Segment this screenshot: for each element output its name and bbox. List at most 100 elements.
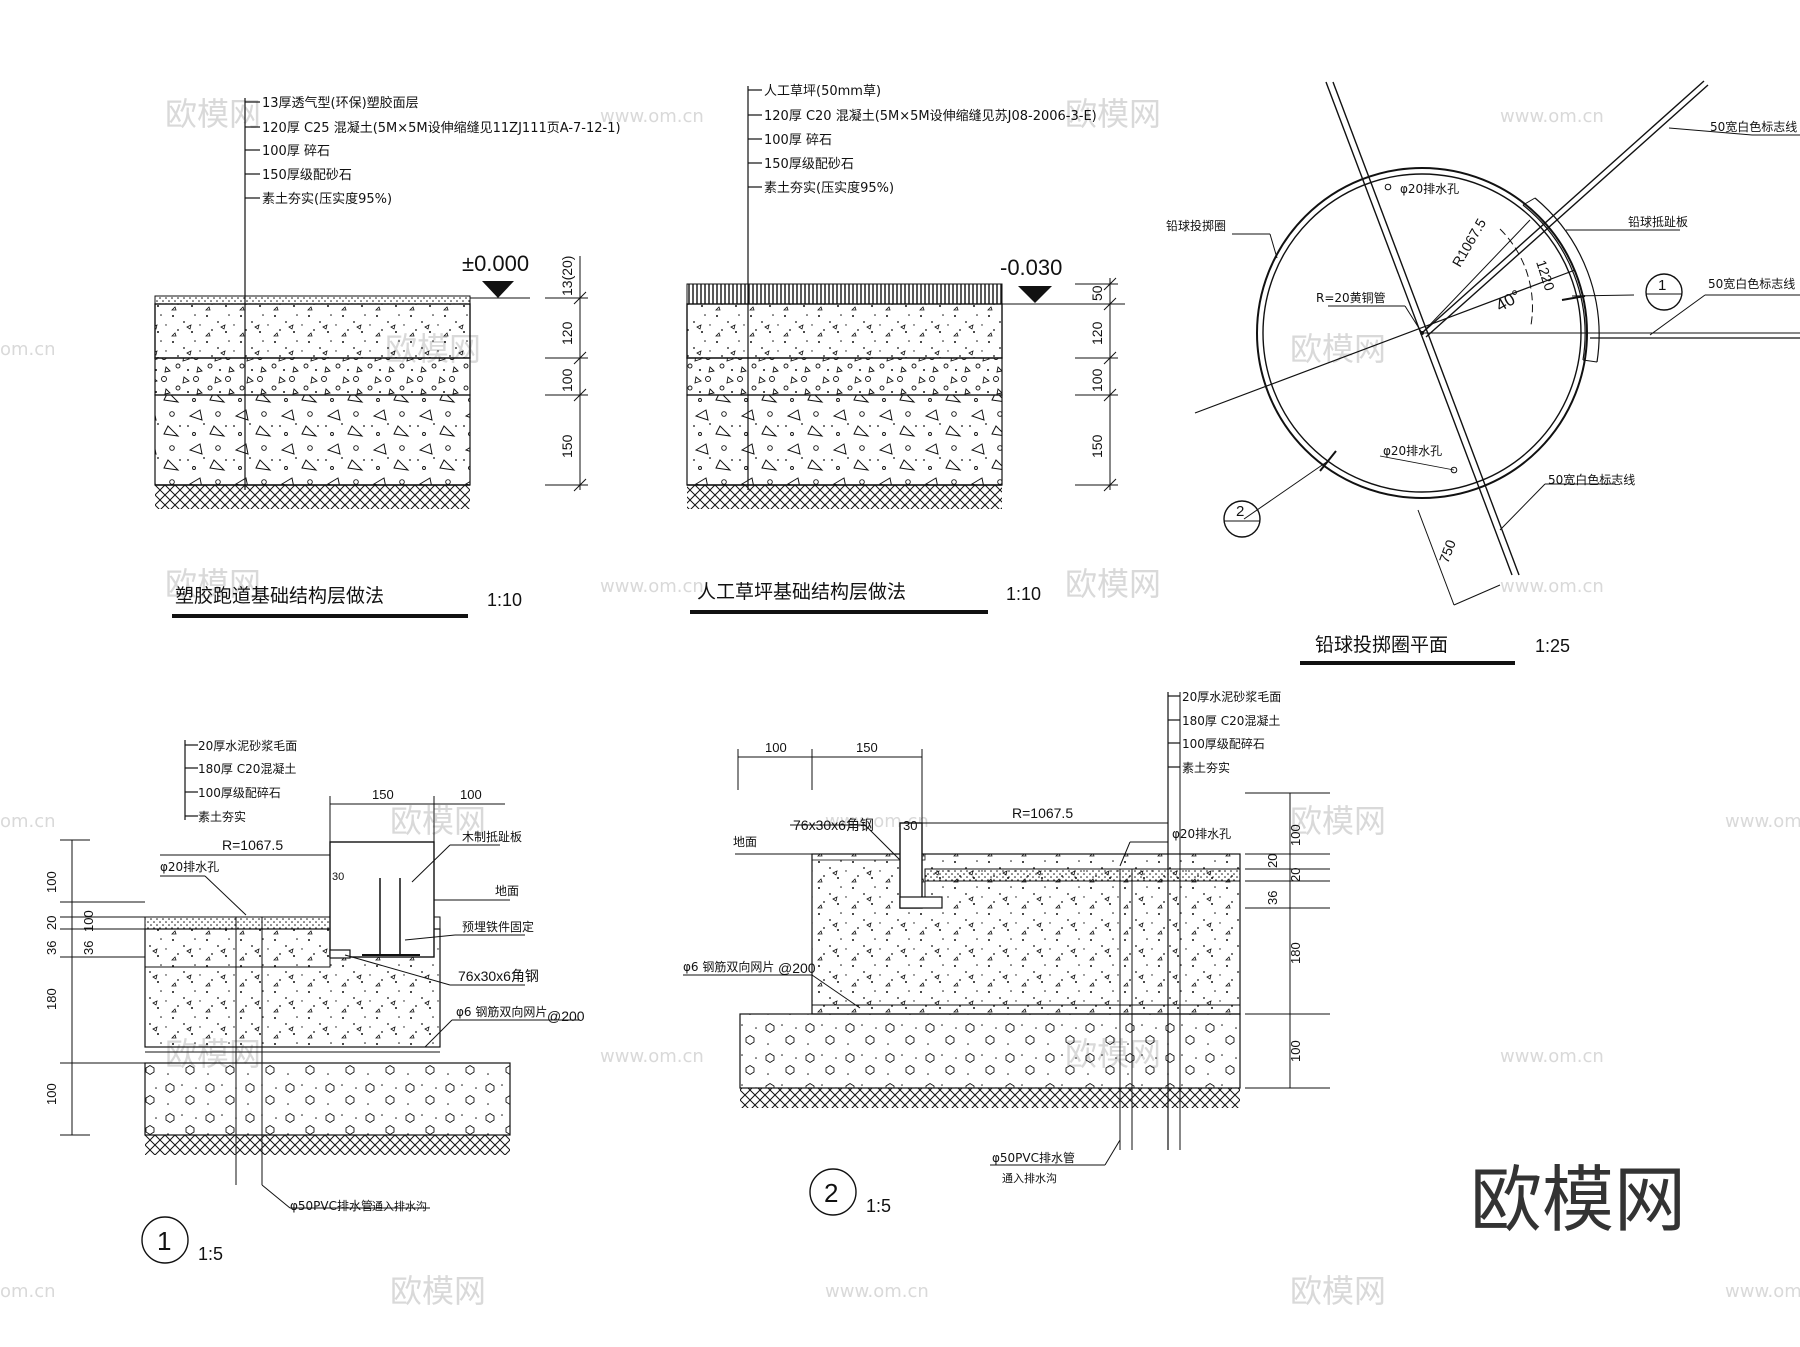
note-line: 素土夯实 (1182, 760, 1230, 775)
section-1: 20厚水泥砂浆毛面 180厚 C20混凝土 100厚级配碎石 素土夯实 (44, 738, 585, 1264)
plan-shot-circle: R1067.5 40° 1220 R=20黄铜管 φ20排水孔 φ20排水孔 铅… (1166, 80, 1800, 665)
fix-label: 预埋铁件固定 (462, 919, 534, 934)
drain-label: φ20排水孔 (1172, 827, 1231, 841)
radius-label: R=1067.5 (222, 837, 283, 853)
detail-title: 人工草坪基础结构层做法 (697, 581, 906, 603)
pipe-label: φ50PVC排水管 (290, 1198, 373, 1213)
dim-label: 50 (1089, 285, 1105, 301)
note-line: 120厚 C20 混凝土(5M×5M设伸缩缝见苏J08-2006-3-E) (764, 108, 1097, 124)
note-line: 100厚级配碎石 (1182, 736, 1265, 751)
section-scale: 1:5 (198, 1244, 223, 1264)
note-line: 20厚水泥砂浆毛面 (198, 738, 297, 753)
spacing-label: @200 (547, 1008, 585, 1024)
watermark-url: www.om.cn (1500, 1046, 1604, 1067)
radius-label: R=1067.5 (1012, 805, 1073, 821)
mortar-layer (924, 868, 1241, 882)
note-line: 100厚 碎石 (764, 133, 832, 148)
layer-earth (687, 485, 1002, 509)
watermark-url: www.om.cn (825, 1281, 929, 1302)
layer-rubber (154, 295, 471, 305)
dim-label: 150 (1089, 434, 1105, 458)
dim-label: 180 (1288, 942, 1303, 964)
stripe-label: 50宽白色标志线 (1548, 472, 1635, 487)
radius-label: R1067.5 (1449, 215, 1489, 269)
layer-graded-gravel (686, 394, 1003, 486)
dim-label: 20 (1265, 854, 1280, 868)
angle-steel (899, 822, 923, 909)
ground-label: 地面 (733, 835, 757, 849)
dim-label: 150 (372, 787, 394, 802)
mesh-label: φ6 钢筋双向网片 (456, 1004, 547, 1019)
earth-layer (740, 1088, 1240, 1108)
ground-label: 地面 (495, 884, 519, 898)
angle-steel-label: 76x30x6角钢 (793, 817, 874, 833)
pipe-label: φ50PVC排水管 (992, 1150, 1075, 1165)
base-layer (739, 1013, 1241, 1089)
wooden-board (329, 841, 435, 958)
dim-label: 100 (81, 910, 96, 932)
mesh-label: φ6 钢筋双向网片 (683, 959, 774, 974)
watermark-url: www.om.cn (1500, 576, 1604, 597)
dim-label: 100 (1089, 368, 1105, 392)
layer-concrete (154, 303, 471, 359)
note-line: 素土夯实(压实度95%) (764, 180, 894, 196)
watermark-url: om.cn (0, 1281, 56, 1302)
dim-label: 100 (44, 1083, 59, 1105)
dim-label: 36 (1265, 891, 1280, 905)
dim-label: 100 (44, 871, 59, 893)
watermark-brand: 欧模网 (390, 802, 486, 840)
elevation-label: -0.030 (1000, 255, 1062, 280)
angle-steel-label: 76x30x6角钢 (458, 968, 539, 984)
note-line: 150厚级配砂石 (764, 157, 854, 172)
layer-concrete (686, 303, 1003, 359)
dimension-chain (545, 256, 588, 492)
dim-label: 750 (1436, 537, 1459, 565)
section-number: 2 (1236, 503, 1244, 520)
drain-label: φ20排水孔 (160, 860, 219, 874)
detail-turf: 人工草坪(50mm草) 120厚 C20 混凝土(5M×5M设伸缩缝见苏J08-… (686, 84, 1125, 614)
dim-label: 36 (44, 941, 59, 955)
dim-label: 30 (332, 871, 344, 883)
section-number: 2 (824, 1178, 838, 1208)
spacing-label: @200 (778, 960, 816, 976)
dim-label: 150 (559, 434, 575, 458)
drain-label: φ20排水孔 (1400, 182, 1459, 196)
layer-crushed-stone (154, 357, 471, 396)
watermark-url: www.om.cn (1500, 106, 1604, 127)
watermark-brand: 欧模网 (1065, 95, 1161, 133)
dim-label: 100 (559, 368, 575, 392)
dim-label: 100 (1288, 1040, 1303, 1062)
note-line: 180厚 C20混凝土 (198, 761, 296, 776)
dim-label: 36 (81, 941, 96, 955)
note-line: 13厚透气型(环保)塑胶面层 (262, 95, 419, 111)
note-line: 120厚 C25 混凝土(5M×5M设伸缩缝见11ZJ111页A-7-12-1) (262, 120, 621, 136)
stripe-label: 50宽白色标志线 (1710, 119, 1797, 134)
dim-label: 30 (903, 818, 917, 833)
watermark-url: www.om.cn (1725, 811, 1800, 832)
dim-label: 20 (44, 916, 59, 930)
watermark-url: www.om.cn (600, 576, 704, 597)
watermark-brand: 欧模网 (1290, 1272, 1386, 1310)
ring-label: 铅球投掷圈 (1166, 218, 1226, 233)
plan-title: 铅球投掷圈平面 (1315, 634, 1448, 656)
dim-label: 100 (1288, 824, 1303, 846)
layer-crushed-stone (686, 357, 1003, 396)
note-line: 人工草坪(50mm草) (764, 84, 881, 99)
watermark-brand: 欧模网 (1290, 802, 1386, 840)
dim-label: 100 (460, 787, 482, 802)
base-layer (144, 1062, 511, 1136)
layer-grass (686, 283, 1003, 305)
dim-label: 100 (765, 740, 787, 755)
stop-board-label: 铅球抵趾板 (1628, 215, 1688, 229)
dim-label: 150 (856, 740, 878, 755)
section-number: 1 (157, 1226, 171, 1256)
note-line: 100厚级配碎石 (198, 785, 281, 800)
dim-label: 13(20) (559, 256, 575, 296)
note-line: 180厚 C20混凝土 (1182, 713, 1280, 728)
watermark-logo: 欧模网 (1470, 1158, 1686, 1242)
elevation-label: ±0.000 (462, 251, 529, 276)
detail-track: 13厚透气型(环保)塑胶面层 120厚 C25 混凝土(5M×5M设伸缩缝见11… (154, 95, 621, 618)
note-line: 100厚 碎石 (262, 144, 330, 159)
section-scale: 1:5 (866, 1196, 891, 1216)
